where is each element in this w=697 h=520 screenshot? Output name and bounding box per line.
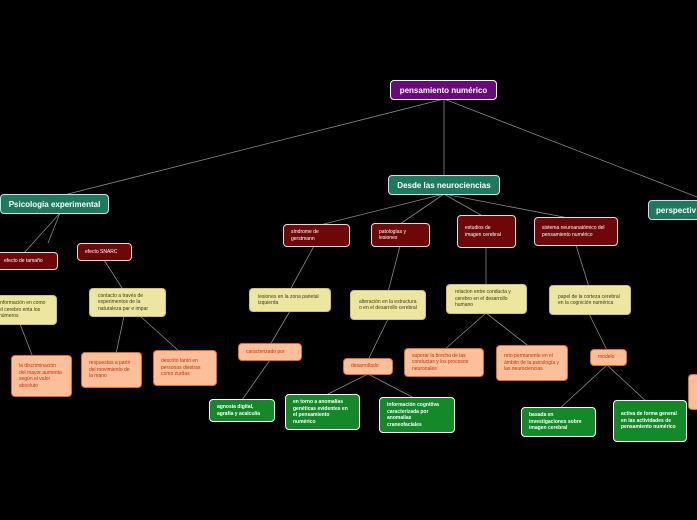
root-label: pensamiento numérico (399, 85, 488, 95)
node-label: reto permanente en el ámbito de la psico… (504, 353, 560, 373)
node-label: Psicología experimental (8, 199, 101, 209)
node-label: superar la brecha de las conductas y los… (412, 352, 469, 372)
node-informacion-cognitiva[interactable]: información cognitiva caracterizada por … (379, 397, 455, 433)
root-node[interactable]: pensamiento numérico (390, 80, 497, 100)
node-label: agnosia digital, agrafia y acalculia (217, 404, 261, 417)
node-caracterizado-por[interactable]: caracterizado por (238, 343, 302, 361)
node-patologias-lesiones[interactable]: patologías y lesiones (371, 223, 430, 247)
node-basada-investigaciones[interactable]: basada en investigaciones sobre imagen c… (521, 407, 596, 437)
node-label: patologías y lesiones (379, 228, 406, 242)
node-desarrollado[interactable]: desarrollado (343, 358, 393, 375)
node-label: efecto SNARC (85, 248, 118, 255)
node-label: la discriminación del mayor aumenta segú… (19, 363, 62, 389)
node-papel-corteza[interactable]: papel de la corteza cerebral en la cogni… (549, 285, 631, 315)
node-efecto-tamano[interactable]: efecto de tamaño (0, 252, 58, 270)
node-perspectiva[interactable]: perspectiv (648, 200, 697, 220)
node-label: basada en investigaciones sobre imagen c… (529, 412, 582, 432)
node-lesiones-parietal[interactable]: lesiones en la zona parietal izquierda (249, 288, 331, 312)
node-psicologia-experimental[interactable]: Psicología experimental (0, 194, 109, 214)
node-label: en torno a anomalías genéticas evidentes… (293, 399, 348, 425)
node-modelo[interactable]: modelo (590, 349, 627, 366)
node-label: modelo (598, 354, 615, 361)
node-label: caracterizado por (246, 348, 285, 355)
node-label: respuestas a partir del movimiento de la… (89, 360, 131, 380)
node-informacion-cerebro[interactable]: información en como el cerebro enta los … (0, 295, 57, 325)
node-respuestas-mano[interactable]: respuestas a partir del movimiento de la… (81, 352, 142, 388)
node-label: información en como el cerebro enta los … (0, 300, 46, 320)
node-label: estudios de imagen cerebral (465, 225, 501, 238)
node-activa-general[interactable]: activa de forma general en las actividad… (613, 400, 687, 442)
node-label: perspectiv (656, 205, 697, 215)
node-sistema-neuroanatomico[interactable]: sistema neuroanatómico del pensamiento n… (534, 217, 618, 246)
node-label: relacion entre conducta y cerebro en el … (455, 289, 511, 309)
node-superar-brecha[interactable]: superar la brecha de las conductas y los… (404, 348, 484, 377)
node-label: Desde las neurociencias (397, 180, 491, 190)
node-sindrome-gerstmann[interactable]: síndrome de gerstmann (283, 224, 350, 247)
node-label: contacto a través de experimentos de la … (98, 292, 149, 312)
node-label: efecto de tamaño (4, 257, 43, 264)
node-label: papel de la corteza cerebral en la cogni… (558, 293, 620, 307)
node-anomalias-geneticas[interactable]: en torno a anomalías genéticas evidentes… (285, 394, 360, 430)
node-relacion-conducta[interactable]: relacion entre conducta y cerebro en el … (446, 284, 527, 314)
node-label: lesiones en la zona parietal izquierda (258, 293, 319, 307)
node-alteracion-cerebral[interactable]: alteración en la estructura o en el desa… (350, 290, 426, 320)
node-label: información cognitiva caracterizada por … (387, 402, 439, 428)
node-label: desarrollado (351, 363, 379, 370)
node-label: alteración en la estructura o en el desa… (359, 298, 417, 312)
node-discriminacion[interactable]: la discriminación del mayor aumenta segú… (11, 355, 72, 397)
node-label: síndrome de gerstmann (291, 229, 319, 242)
node-estudios-imagen[interactable]: estudios de imagen cerebral (457, 215, 516, 248)
node-efecto-snarc[interactable]: efecto SNARC (77, 243, 132, 261)
node-peach-edge[interactable] (688, 374, 697, 410)
node-label: activa de forma general en las actividad… (621, 411, 677, 431)
node-contacto-experimentos[interactable]: contacto a través de experimentos de la … (89, 288, 166, 317)
node-label: sistema neuroanatómico del pensamiento n… (542, 225, 605, 238)
node-label: descrito tanto en personas diestras como… (161, 358, 201, 378)
node-reto-permanente[interactable]: reto permanente en el ámbito de la psico… (496, 345, 568, 381)
node-agnosia-digital[interactable]: agnosia digital, agrafia y acalculia (209, 399, 275, 422)
node-descrito-diestras[interactable]: descrito tanto en personas diestras como… (153, 350, 217, 386)
node-neurociencias[interactable]: Desde las neurociencias (388, 175, 500, 195)
